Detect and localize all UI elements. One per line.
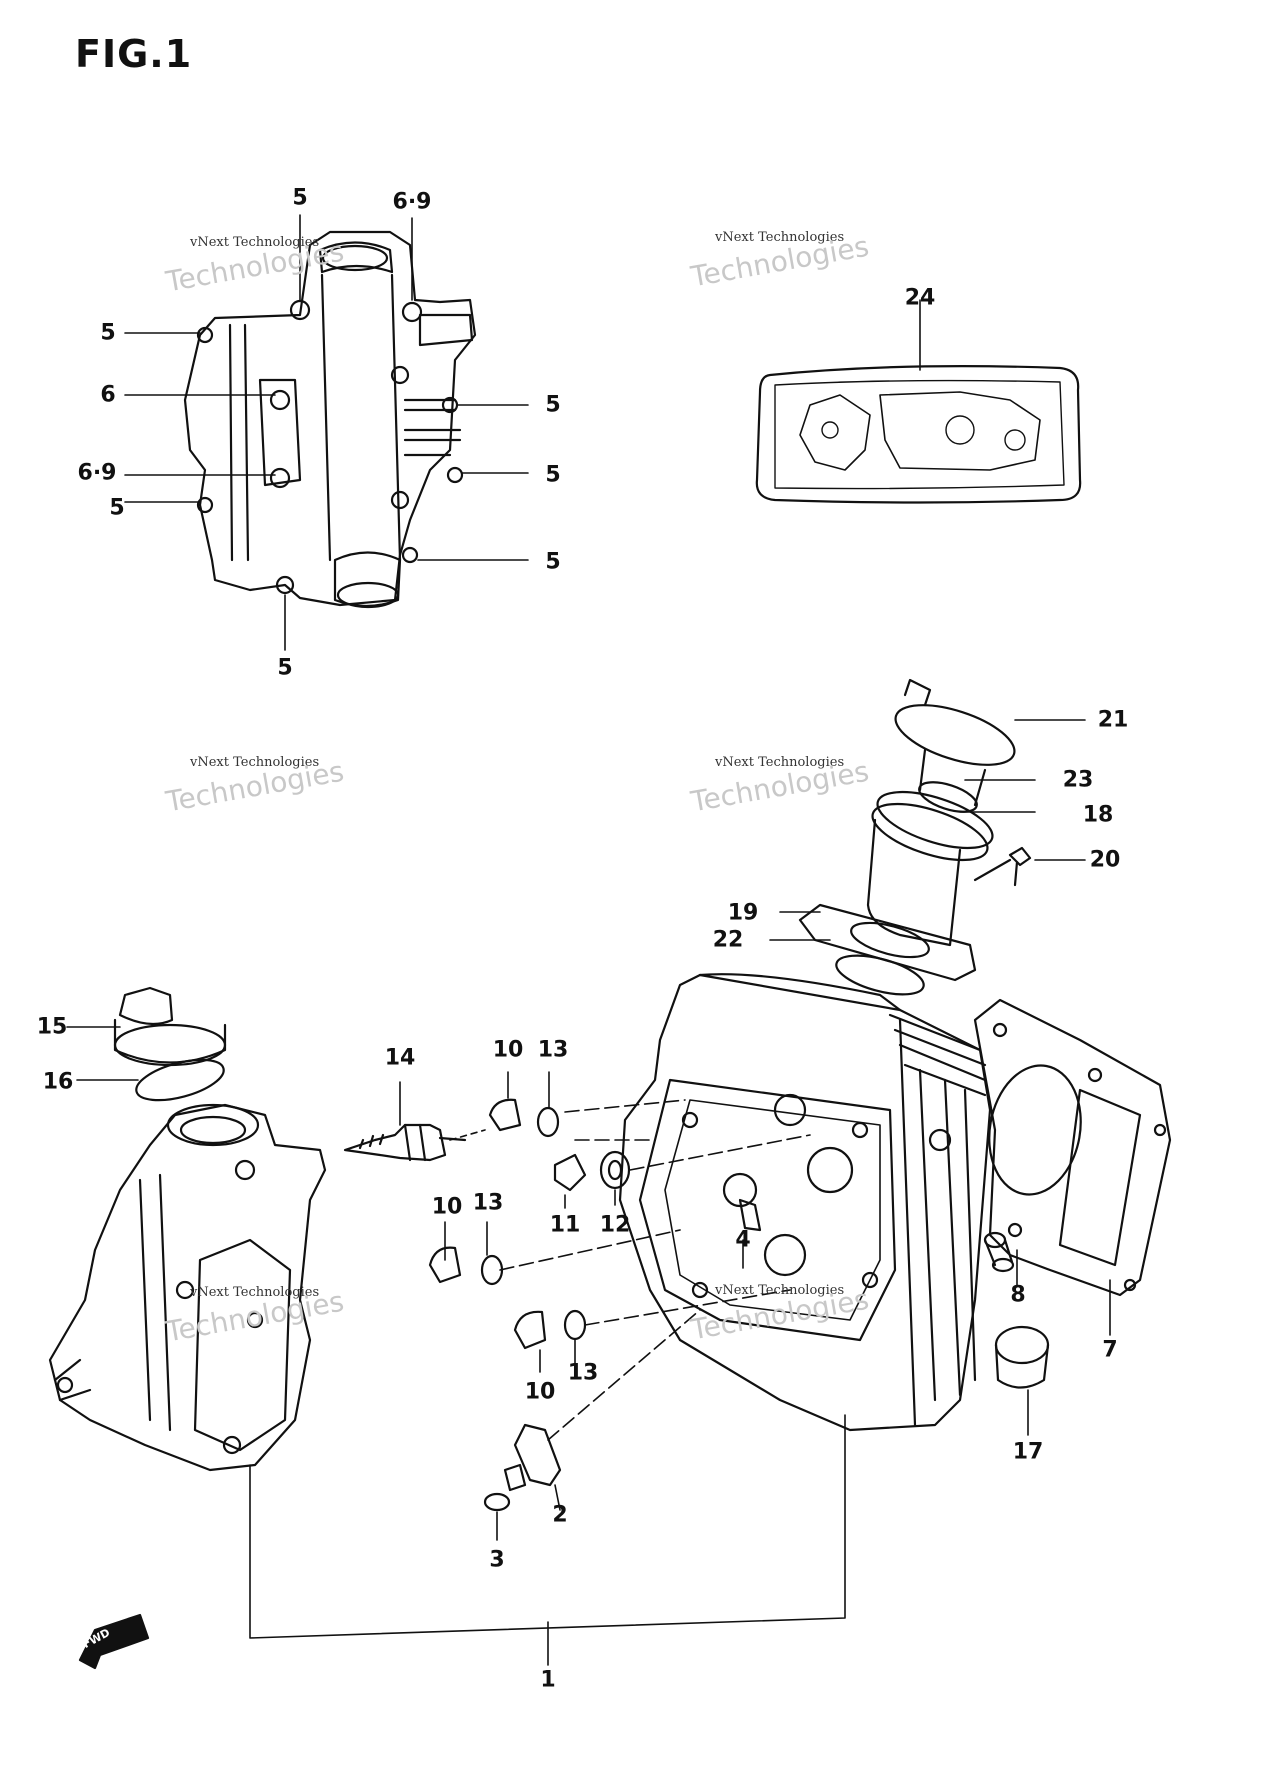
insulator-19 <box>798 903 977 982</box>
callout-19: 19 <box>727 900 759 926</box>
leader-lines <box>66 214 1111 1666</box>
watermark-text: vNext Technologies <box>715 230 845 245</box>
callout-8: 8 <box>1010 1282 1026 1308</box>
callout-5: 5 <box>109 495 125 521</box>
callout-12: 12 <box>599 1212 631 1238</box>
head-cover-top-view <box>183 230 477 609</box>
callout-5: 5 <box>545 392 561 418</box>
watermark-text: vNext Technologies <box>190 1285 320 1300</box>
spark-plug-14 <box>343 1123 467 1162</box>
callout-6-9: 6·9 <box>392 189 432 215</box>
figure-title: FIG.1 <box>75 32 193 76</box>
head-gasket-7 <box>973 998 1172 1297</box>
callout-4: 4 <box>735 1227 751 1253</box>
callout-3: 3 <box>489 1547 505 1573</box>
dowel-pin-8 <box>983 1231 1015 1273</box>
watermark-text: vNext Technologies <box>715 1283 845 1298</box>
callout-11: 11 <box>549 1212 581 1238</box>
forward-arrow <box>78 1613 150 1670</box>
callout-7: 7 <box>1102 1337 1118 1363</box>
cylinder-head-side-cover <box>48 1103 327 1472</box>
callout-10: 10 <box>431 1194 463 1220</box>
circlip-3 <box>483 1492 511 1512</box>
watermark-text: vNext Technologies <box>715 755 845 770</box>
callout-10: 10 <box>492 1037 524 1063</box>
callout-1: 1 <box>540 1667 556 1693</box>
callout-14: 14 <box>384 1045 416 1071</box>
callout-23: 23 <box>1062 767 1094 793</box>
gasket-set-24 <box>755 365 1082 504</box>
callout-22: 22 <box>712 927 744 953</box>
callout-21: 21 <box>1097 707 1129 733</box>
cap-15 <box>113 986 227 1067</box>
callout-2: 2 <box>552 1502 568 1528</box>
callout-5: 5 <box>277 655 293 681</box>
watermark-text: vNext Technologies <box>190 755 320 770</box>
watermark-text: vNext Technologies <box>190 235 320 250</box>
callout-24: 24 <box>904 285 936 311</box>
callout-5: 5 <box>100 320 116 346</box>
cylinder-head <box>618 973 992 1432</box>
callout-15: 15 <box>36 1014 68 1040</box>
callout-13: 13 <box>537 1037 569 1063</box>
intake-assembly <box>798 678 1032 996</box>
callout-6: 6 <box>100 382 116 408</box>
callout-5: 5 <box>292 185 308 211</box>
callout-6-9: 6·9 <box>77 460 117 486</box>
callout-20: 20 <box>1089 847 1121 873</box>
callout-18: 18 <box>1082 802 1114 828</box>
valve-guide-2 <box>503 1423 562 1492</box>
callout-10: 10 <box>524 1379 556 1405</box>
clamp-21 <box>894 704 1016 766</box>
o-ring-16 <box>135 1058 225 1102</box>
callout-5: 5 <box>545 462 561 488</box>
plug-17 <box>994 1325 1050 1389</box>
callout-16: 16 <box>42 1069 74 1095</box>
callout-13: 13 <box>567 1360 599 1386</box>
o-ring-22 <box>835 954 925 996</box>
callout-17: 17 <box>1012 1439 1044 1465</box>
callout-5: 5 <box>545 549 561 575</box>
nuts-and-washers <box>428 1098 631 1350</box>
callout-13: 13 <box>472 1190 504 1216</box>
